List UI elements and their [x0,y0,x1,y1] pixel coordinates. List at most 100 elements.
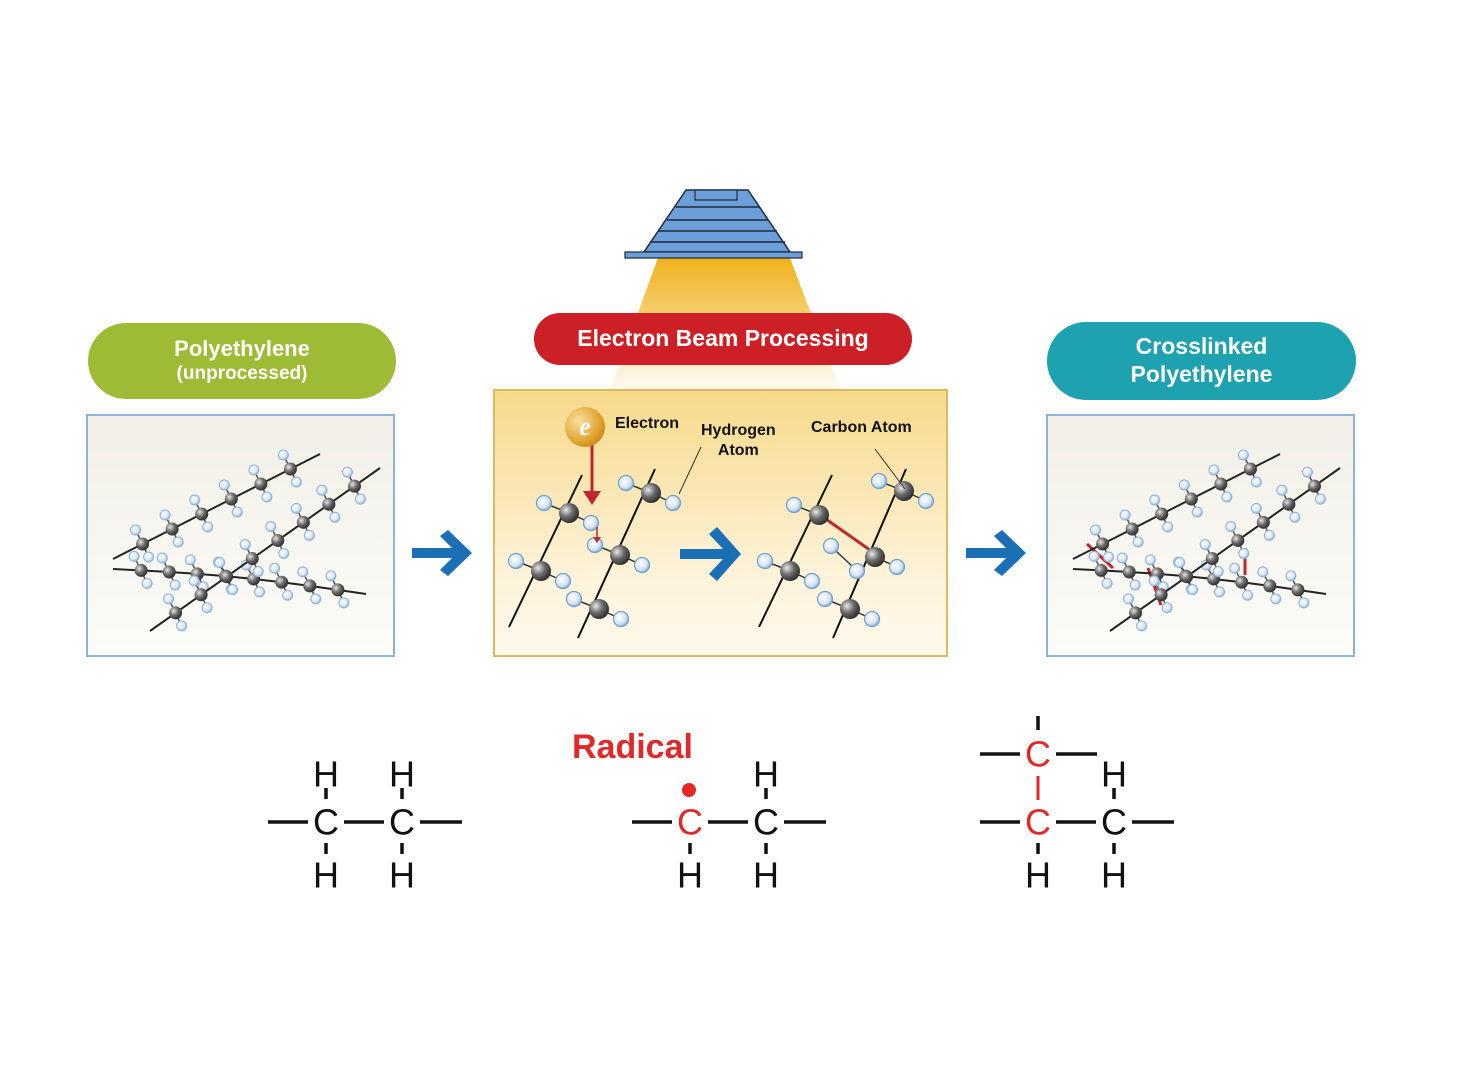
crosslink-bond [1085,542,1115,570]
hydrogen-atom [169,579,181,591]
hydrogen-symbol: H [389,855,415,896]
hydrogen-symbol: H [1101,754,1127,795]
hydrogen-atom [1263,529,1275,541]
hydrogen-atom [565,590,583,608]
carbon-atom [1184,492,1198,506]
hydrogen-atom [1276,484,1288,496]
ebeam-reaction-diagram [507,443,935,639]
label-hydrogen-line2: Atom [717,442,759,459]
hydrogen-atom [1187,584,1199,596]
label-hydrogen-line1: Hydrogen [701,422,776,439]
hydrogen-atom [756,552,774,570]
hydrogen-atom [188,575,200,587]
carbon-atom [1122,565,1136,579]
hydrogen-atom [1212,566,1224,578]
hydrogen-atom [1314,493,1326,505]
carbon-atom [322,497,336,511]
hydrogen-atom [128,550,140,562]
radical-electron-dot [682,783,696,797]
carbon-chain-bond [758,474,833,628]
carbon-atom [194,588,208,602]
stage-title-line1: Crosslinked [1135,333,1268,360]
arrow-right-icon [680,527,741,581]
hydrogen-atom [1162,521,1174,533]
electron-symbol: e [579,412,591,441]
carbon-symbol: C [1025,734,1051,775]
carbon-atom [1154,588,1168,602]
carbon-chain-bond [112,568,367,595]
carbon-atom [134,563,148,577]
hydrogen-atom [189,494,201,506]
hydrogen-atom [297,566,309,578]
carbon-symbol: C [1025,802,1051,843]
hydrogen-atom [261,491,273,503]
hydrogen-atom [535,494,553,512]
carbon-atom [1214,477,1228,491]
hydrogen-atom [633,556,651,574]
hydrogen-symbol: H [753,754,779,795]
arrow-right-icon [966,530,1026,576]
hydrogen-atom [507,552,525,570]
hydrogen-symbol: H [677,855,703,896]
hydrogen-atom [290,502,302,514]
carbon-atom [220,570,234,584]
carbon-chain-bond [1072,568,1327,595]
polyethylene-molecule-diagram [112,449,381,632]
panel-crosslinked [1046,414,1355,657]
panel-ebeam: e Electron Hydrogen Atom Carbon Atom [493,389,948,657]
hydrogen-atom [1088,550,1100,562]
hydrogen-atom [1285,570,1297,582]
hydrogen-atom [338,597,350,609]
hydrogen-atom [290,476,302,488]
stage-title-ebeam: Electron Beam Processing [534,313,912,365]
hydrogen-atom [863,610,881,628]
carbon-atom [303,579,317,593]
hydrogen-atom [617,474,635,492]
carbon-atom [1243,462,1257,476]
carbon-symbol: C [313,802,339,843]
carbon-atom [1256,515,1270,529]
stage-title-line2: (unprocessed) [176,362,308,384]
carbon-atom [1180,570,1194,584]
carbon-atom [245,552,259,566]
arrowhead [593,537,601,543]
stage-title-line1: Electron Beam Processing [577,325,869,352]
hydrogen-atom [1237,449,1249,461]
hydrogen-atom [1250,502,1262,514]
hydrogen-atom [231,506,243,518]
carbon-atom [610,545,630,565]
hydrogen-atom [1250,476,1262,488]
carbon-chain-bond [508,474,583,628]
hydrogen-atom [277,449,289,461]
hydrogen-atom [354,493,366,505]
carbon-atom [165,522,179,536]
label-carbon-atom: Carbon Atom [811,419,912,436]
carbon-atom [894,481,914,501]
carbon-symbol: C [677,802,703,843]
hydrogen-atom [888,558,906,576]
stage-title-line2: Polyethylene [1130,361,1273,387]
hydrogen-atom [130,524,142,536]
hydrogen-atom [143,551,155,563]
carbon-atom [1231,533,1245,547]
hydrogen-atom [1289,511,1301,523]
hydrogen-atom [172,536,184,548]
label-hydrogen-atom: Hydrogen Atom [701,421,776,461]
carbon-atom [1291,583,1305,597]
hydrogen-atom [1123,593,1135,605]
carbon-atom [136,537,150,551]
hydrogen-atom [1132,536,1144,548]
hydrogen-atom [612,610,630,628]
panel-unprocessed [86,414,395,657]
carbon-atom [641,483,661,503]
hydrogen-atom [803,572,821,590]
carbon-chain-bond [149,467,381,632]
carbon-atom [780,561,800,581]
crosslink-bond [822,515,878,557]
hydrogen-atom [201,602,213,614]
hydrogen-atom [316,484,328,496]
hydrogen-atom [1129,579,1141,591]
carbon-atom [1096,537,1110,551]
hydrogen-atom [1191,506,1203,518]
carbon-atom [1307,479,1321,493]
